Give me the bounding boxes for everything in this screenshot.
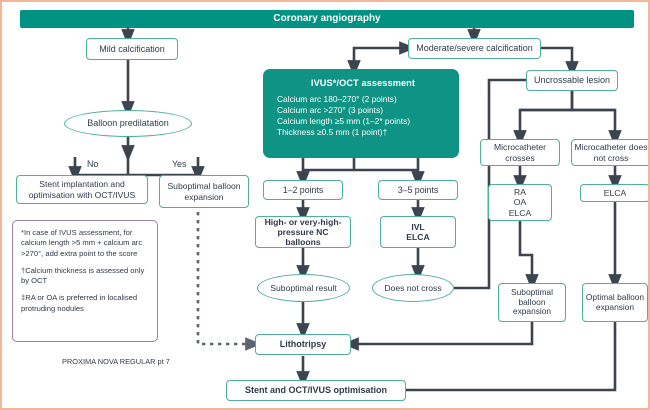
assessment-line-2: Calcium arc >270° (3 points) <box>277 104 383 115</box>
node-suboptimal-balloon-expansion-left: Suboptimal balloon expansion <box>159 175 249 208</box>
assessment-line-3: Calcium length ≥5 mm (1–2* points) <box>277 115 411 126</box>
font-credit-label: PROXIMA NOVA REGULAR pt 7 <box>62 357 170 366</box>
assessment-line-4: Thickness ≥0.5 mm (1 point)† <box>277 126 388 137</box>
edge-label-no: No <box>87 159 99 169</box>
node-ivl-elca: IVL ELCA <box>380 216 456 248</box>
node-1-2-points: 1–2 points <box>263 180 343 200</box>
assessment-line-1: Calcium arc 180–270° (2 points) <box>277 93 397 104</box>
footnote-2: †Calcium thickness is assessed only by O… <box>21 265 145 285</box>
node-coronary-angiography: Coronary angiography <box>20 10 634 28</box>
node-optimal-balloon-expansion: Optimal balloon expansion <box>582 283 648 322</box>
node-stent-implantation: Stent implantation and optimisation with… <box>16 175 148 204</box>
node-suboptimal-result: Suboptimal result <box>257 274 350 302</box>
node-ra-oa-elca: RA OA ELCA <box>488 184 552 221</box>
node-elca: ELCA <box>580 184 648 202</box>
node-microcatheter-crosses: Microcatheter crosses <box>480 139 560 166</box>
node-lithotripsy: Lithotripsy <box>255 334 351 355</box>
node-ivus-oct-assessment: IVUS*/OCT assessment Calcium arc 180–270… <box>263 69 459 158</box>
node-mild-calcification: Mild calcification <box>86 38 178 60</box>
node-nc-balloons: High- or very-high-pressure NC balloons <box>255 216 351 248</box>
footnote-1: *In case of IVUS assessment, for calcium… <box>21 228 143 258</box>
footnote-3: ‡RA or OA is preferred in localised prot… <box>21 293 138 313</box>
node-uncrossable-lesion: Uncrossable lesion <box>526 70 618 91</box>
edge-label-yes: Yes <box>172 159 187 169</box>
node-3-5-points: 3–5 points <box>378 180 458 200</box>
node-stent-and-oct-ivus-optimisation: Stent and OCT/IVUS optimisation <box>226 380 406 401</box>
node-does-not-cross: Does not cross <box>372 274 454 302</box>
assessment-header: IVUS*/OCT assessment <box>310 78 416 88</box>
node-balloon-predilatation: Balloon predilatation <box>64 110 192 137</box>
node-microcatheter-does-not-cross: Microcatheter does not cross <box>571 139 648 166</box>
node-suboptimal-balloon-expansion-right: Suboptimal balloon expansion <box>498 283 566 322</box>
node-moderate-severe-calcification: Moderate/severe calcification <box>408 38 541 59</box>
footnotes-box: *In case of IVUS assessment, for calcium… <box>12 220 158 342</box>
